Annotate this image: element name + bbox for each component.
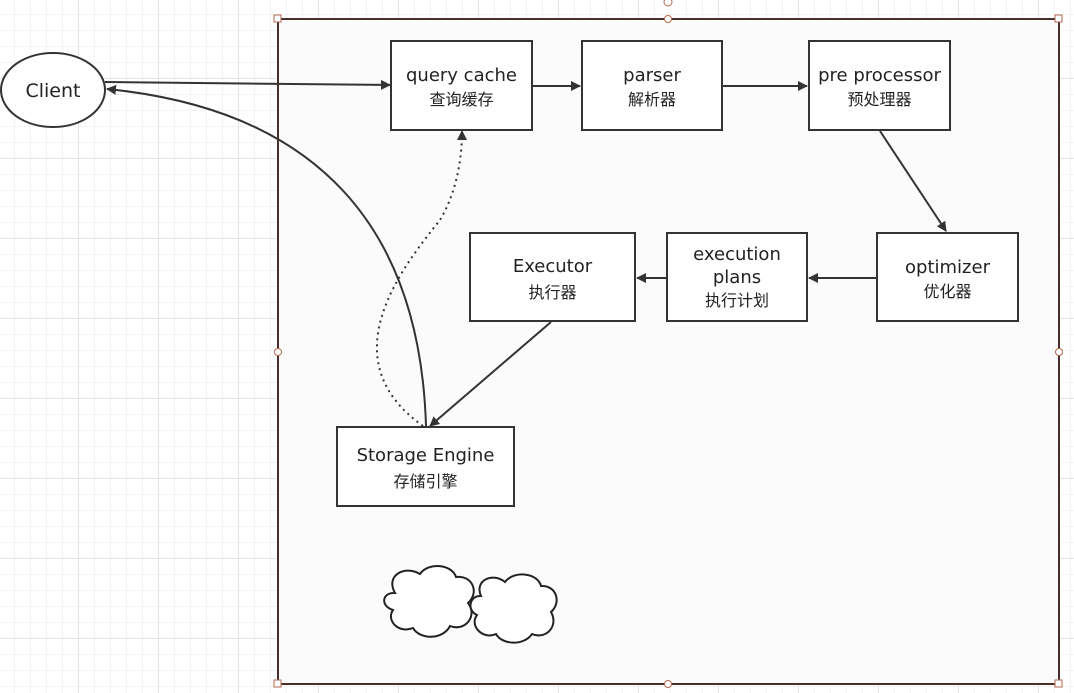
node-pre-processor-sublabel: 预处理器: [847, 90, 911, 109]
node-executor-sublabel: 执行器: [528, 283, 576, 302]
selection-handles[interactable]: [273, 0, 1063, 688]
node-executor[interactable]: Executor 执行器: [469, 232, 636, 322]
node-query-cache[interactable]: query cache 查询缓存: [390, 40, 533, 131]
node-execution-plans-label-line1: execution: [693, 244, 781, 265]
resize-handle-top[interactable]: [664, 15, 672, 23]
resize-handle-right[interactable]: [1055, 348, 1063, 356]
resize-handle-top-right[interactable]: [1054, 14, 1063, 23]
node-execution-plans-label-line2: plans: [713, 267, 761, 288]
resize-handle-left[interactable]: [274, 348, 282, 356]
resize-handle-top-left[interactable]: [273, 14, 282, 23]
cloud-shape-right[interactable]: [469, 573, 558, 644]
cloud-shape-left[interactable]: [383, 565, 475, 638]
resize-handle-bottom-right[interactable]: [1054, 679, 1063, 688]
node-storage-engine-sublabel: 存储引擎: [393, 472, 457, 491]
rotate-handle[interactable]: [663, 0, 673, 7]
edge-executor-to-storage-engine[interactable]: [429, 321, 552, 427]
edge-client-to-query-cache[interactable]: [104, 79, 391, 90]
node-execution-plans[interactable]: execution plans 执行计划: [666, 232, 808, 322]
edge-storage-engine-to-query-cache-dotted[interactable]: [376, 130, 467, 427]
node-pre-processor-label: pre processor: [818, 65, 941, 86]
node-client-label: Client: [25, 80, 80, 102]
edge-pre-processor-to-optimizer[interactable]: [879, 130, 947, 232]
node-executor-label: Executor: [513, 256, 593, 277]
node-storage-engine[interactable]: Storage Engine 存储引擎: [336, 426, 515, 507]
node-storage-engine-label: Storage Engine: [357, 445, 495, 466]
edges: [104, 79, 947, 427]
resize-handle-bottom-left[interactable]: [273, 679, 282, 688]
node-parser-label: parser: [623, 65, 681, 86]
resize-handle-bottom[interactable]: [664, 680, 672, 688]
node-parser[interactable]: parser 解析器: [581, 40, 723, 131]
node-optimizer[interactable]: optimizer 优化器: [876, 232, 1019, 322]
node-optimizer-sublabel: 优化器: [923, 282, 971, 301]
node-query-cache-sublabel: 查询缓存: [429, 90, 493, 109]
node-query-cache-label: query cache: [406, 65, 517, 86]
node-execution-plans-sublabel: 执行计划: [705, 291, 769, 310]
node-client[interactable]: Client: [0, 52, 106, 128]
node-parser-sublabel: 解析器: [628, 90, 676, 109]
node-optimizer-label: optimizer: [905, 257, 991, 278]
edge-storage-engine-to-client[interactable]: [106, 84, 427, 427]
node-pre-processor[interactable]: pre processor 预处理器: [808, 40, 951, 131]
